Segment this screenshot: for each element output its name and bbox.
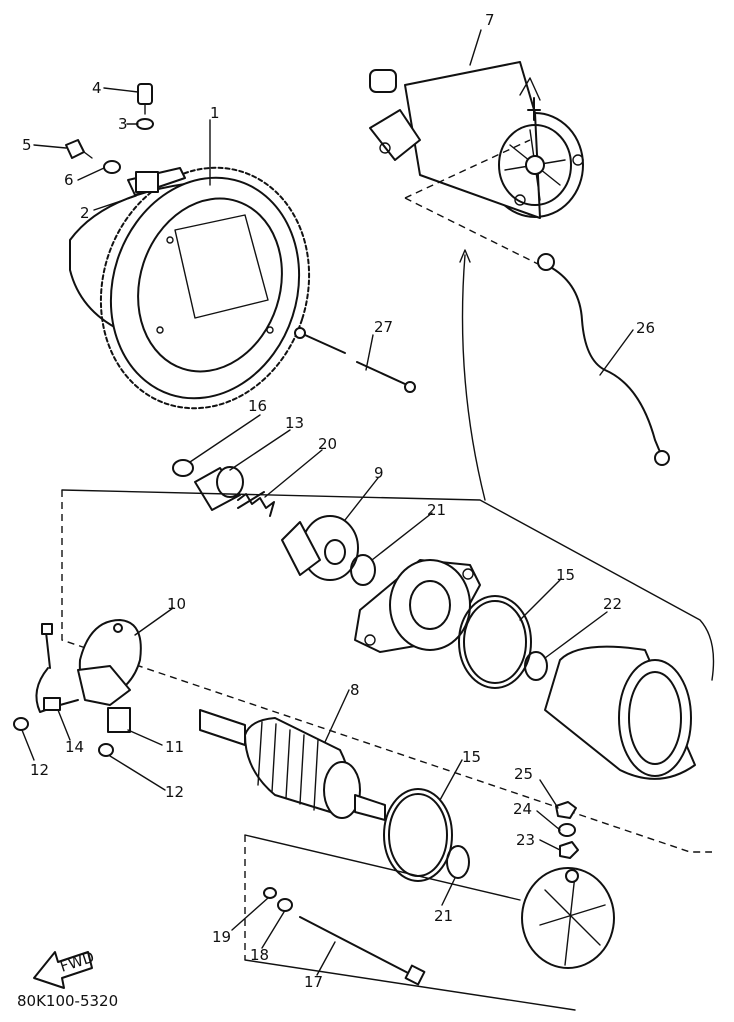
rear-cover: [521, 867, 615, 969]
callout-15a: 15: [556, 566, 575, 584]
washer-21a: [350, 554, 376, 586]
collar-13: [194, 466, 244, 511]
guide-line: [404, 139, 531, 199]
guide-arrow: [459, 249, 471, 263]
pinion-9: [281, 515, 359, 581]
screw-12a: [13, 717, 29, 731]
guide-line: [244, 834, 521, 901]
lead-wire: [537, 253, 670, 466]
brush-holder: [77, 665, 131, 733]
brush-lead-14: [35, 667, 79, 713]
o-ring-15a: [458, 595, 532, 689]
callout-27: 27: [374, 318, 393, 336]
callout-12b: 12: [165, 783, 184, 801]
through-bolt-17: [299, 916, 426, 986]
o-ring-16: [172, 459, 194, 477]
lead-rod: [294, 327, 416, 393]
washer-22: [524, 651, 548, 681]
callout-4: 4: [92, 79, 102, 97]
callout-11: 11: [165, 738, 184, 756]
washer-21b: [446, 845, 470, 879]
guide-line: [61, 489, 715, 681]
callout-22: 22: [603, 595, 622, 613]
callout-7: 7: [485, 11, 495, 29]
callout-1: 1: [210, 104, 220, 122]
o-ring-15b: [383, 788, 453, 882]
callout-20: 20: [318, 435, 337, 453]
callout-12a: 12: [30, 761, 49, 779]
callout-10: 10: [167, 595, 186, 613]
callout-5: 5: [22, 136, 32, 154]
callout-25: 25: [514, 765, 533, 783]
washer-24: [558, 823, 576, 837]
guide-line: [404, 197, 541, 266]
callout-3: 3: [118, 115, 128, 133]
bracket-assembly: [65, 83, 186, 196]
callout-23: 23: [516, 831, 535, 849]
callout-24: 24: [513, 800, 532, 818]
front-cover: [354, 559, 481, 653]
callout-26: 26: [636, 319, 655, 337]
callout-6: 6: [64, 171, 74, 189]
callout-18: 18: [250, 946, 269, 964]
guide-line: [461, 254, 486, 501]
bolt-brush: [41, 623, 53, 669]
washer-18: [277, 898, 293, 912]
callout-8: 8: [350, 681, 360, 699]
yoke-housing: [544, 645, 696, 780]
callout-17: 17: [304, 973, 323, 991]
starter-motor-assembly: [369, 61, 584, 219]
callout-21b: 21: [434, 907, 453, 925]
callout-labels: 1 2 3 4 5 6 7 8 9 10 11 12 12 13 14 15 1…: [22, 11, 655, 991]
callout-15b: 15: [462, 748, 481, 766]
leader-lines: [21, 29, 634, 976]
nut-25: [555, 801, 577, 819]
screw-12b: [98, 743, 114, 757]
fwd-arrow-icon: FWD: [33, 948, 97, 989]
callout-16: 16: [248, 397, 267, 415]
armature-8: [199, 709, 386, 821]
diagram-code: 80K100-5320: [17, 992, 118, 1010]
callout-13: 13: [285, 414, 304, 432]
nut-23: [559, 841, 579, 859]
guide-line: [244, 959, 576, 1011]
guide-line: [61, 490, 712, 853]
callout-19: 19: [212, 928, 231, 946]
callout-21a: 21: [427, 501, 446, 519]
callout-14: 14: [65, 738, 84, 756]
starter-clutch-gear: [69, 166, 311, 410]
callout-9: 9: [374, 464, 384, 482]
washer-19: [263, 887, 277, 899]
callout-2: 2: [80, 204, 90, 222]
